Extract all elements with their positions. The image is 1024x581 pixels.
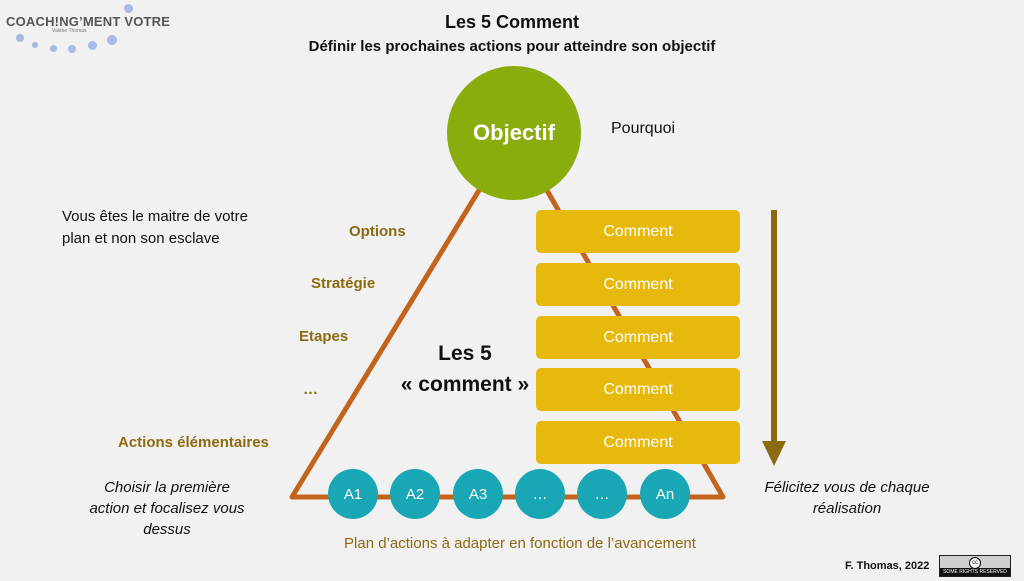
logo-dot <box>107 35 117 45</box>
plan-caption: Plan d’actions à adapter en fonction de … <box>344 535 696 552</box>
license-badge-top: cc <box>940 556 1010 569</box>
page-subtitle: Définir les prochaines actions pour atte… <box>308 38 716 55</box>
side-label-ellipsis: … <box>303 381 318 398</box>
center-label-line1: Les 5 <box>438 342 492 365</box>
bottom-right-note: Félicitez vous de chaque réalisation <box>764 479 930 517</box>
logo-dot <box>50 45 57 52</box>
action-circle: A3 <box>453 469 503 519</box>
logo-dot <box>88 41 97 50</box>
comment-box: Comment <box>536 316 740 359</box>
logo <box>6 4 156 64</box>
side-label-strategy: Stratégie <box>311 275 376 292</box>
center-label: Les 5 « comment » <box>370 338 560 400</box>
action-circle: … <box>577 469 627 519</box>
down-arrow-shaft <box>771 210 777 442</box>
comment-box: Comment <box>536 421 740 464</box>
page-title: Les 5 Comment <box>444 12 580 32</box>
comment-box: Comment <box>536 263 740 306</box>
objective-circle: Objectif <box>447 66 581 200</box>
why-label: Pourquoi <box>611 120 676 137</box>
license-badge: cc SOME RIGHTS RESERVED <box>939 555 1011 577</box>
down-arrow-head <box>762 441 786 466</box>
triangle-outline <box>289 131 726 500</box>
side-label-steps: Etapes <box>299 328 349 345</box>
logo-text: COACH!NG’MENT VOTRE <box>6 14 171 29</box>
action-circle: … <box>515 469 565 519</box>
side-label-actions: Actions élémentaires <box>118 434 269 451</box>
license-text: SOME RIGHTS RESERVED <box>940 568 1010 576</box>
comment-box: Comment <box>536 210 740 253</box>
center-label-line2: « comment » <box>400 373 530 396</box>
logo-dot <box>32 42 38 48</box>
logo-dot <box>68 45 76 53</box>
bottom-left-note: Choisir la première action et focalisez … <box>89 479 245 538</box>
logo-dot <box>16 34 24 42</box>
comment-box: Comment <box>536 368 740 411</box>
action-circle: An <box>640 469 690 519</box>
credit-text: F. Thomas, 2022 <box>845 560 930 572</box>
action-circle: A1 <box>328 469 378 519</box>
left-note: Vous êtes le maitre de votre plan et non… <box>62 208 248 247</box>
side-label-options: Options <box>349 223 406 240</box>
action-circle: A2 <box>390 469 440 519</box>
logo-dot <box>124 4 133 13</box>
logo-subtitle: Valérie Thomas <box>52 28 87 34</box>
